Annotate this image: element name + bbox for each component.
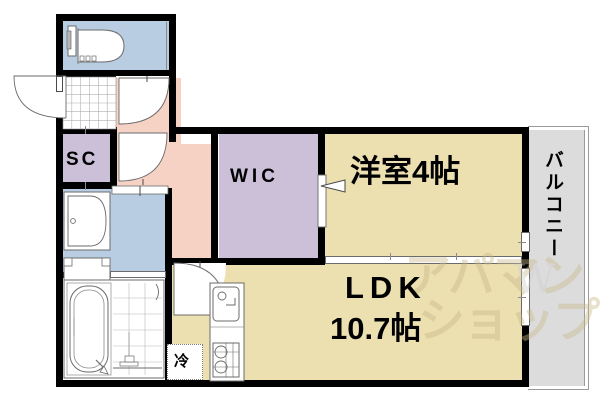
- toilet-wall-trim: [166, 22, 167, 70]
- wall-toilet-left: [56, 14, 63, 76]
- balcony-inner-rail: [584, 130, 585, 386]
- front-door-leaf[interactable]: [56, 76, 63, 92]
- balcony-bottom-rail: [528, 389, 589, 390]
- label-western-room: 洋室4帖: [350, 154, 461, 189]
- room-walk-in-closet: [219, 133, 319, 258]
- wall-toilet-right: [169, 14, 176, 142]
- balcony-outer-rail: [588, 126, 589, 390]
- wall-wetarea-bottom: [56, 380, 172, 387]
- bathroom-door[interactable]: [110, 271, 166, 278]
- wic-door-arrow: [320, 179, 346, 193]
- wall-western-right-upper: [522, 127, 529, 233]
- toilet-door-swing[interactable]: [117, 76, 171, 128]
- partition-tick-2: [456, 253, 457, 260]
- room-western-4: [323, 133, 523, 258]
- refrigerator-label: 冷: [174, 353, 190, 370]
- wall-wic-right: [318, 127, 325, 179]
- kitchen-unit-icon: [209, 282, 245, 382]
- unit-bath-icon: [63, 279, 165, 379]
- label-wic: WIC: [230, 166, 279, 187]
- refrigerator-space: [167, 344, 203, 380]
- wall-toilet-top: [56, 14, 176, 21]
- wall-sc-bottom: [56, 182, 117, 189]
- wall-hall-ldk-divider: [166, 258, 212, 265]
- washroom-door-swing[interactable]: [111, 185, 169, 202]
- sc-bottom-tick: [85, 182, 86, 190]
- wall-sc-left: [56, 127, 63, 189]
- wall-wetarea-right: [165, 188, 172, 387]
- balcony-top-rail: [528, 126, 589, 127]
- wall-wic-right-lower: [318, 225, 325, 265]
- window-tick-lower: [518, 297, 526, 298]
- room-shoe-closet: [62, 133, 110, 187]
- wall-toilet-bottom2: [116, 70, 169, 76]
- shoe-closet-door-swing[interactable]: [117, 131, 169, 185]
- wall-hall-right: [211, 127, 218, 266]
- wall-hall-top: [176, 127, 219, 134]
- wall-toilet-bottom: [56, 70, 116, 77]
- label-ldk: LDK: [345, 270, 427, 305]
- wall-wic-bottom: [211, 258, 325, 265]
- wall-western-top: [318, 127, 529, 134]
- wic-sliding-door[interactable]: [313, 174, 331, 229]
- entrance-tile-floor: [62, 76, 117, 130]
- wall-wic-top: [213, 127, 325, 134]
- wall-ldk-bottom: [166, 380, 529, 387]
- wall-sc-right: [110, 127, 117, 189]
- wall-western-right-lower: [522, 250, 529, 270]
- label-ldk-size: 10.7帖: [330, 311, 422, 346]
- label-shoe-closet: SC: [66, 149, 99, 170]
- wall-wetarea-left: [56, 182, 63, 387]
- wall-ldk-right-lower: [522, 325, 529, 387]
- sc-door-jamb-tick: [85, 126, 86, 134]
- window-tick-upper: [518, 242, 526, 243]
- label-balcony: バルコニー: [542, 150, 563, 260]
- toilet-bowl-icon: [66, 25, 125, 64]
- partition-tick-1: [390, 253, 391, 260]
- front-door-swing[interactable]: [10, 74, 68, 122]
- wall-sc-top: [56, 127, 116, 134]
- room-balcony: [528, 130, 584, 386]
- western-room-sliding-partition[interactable]: [325, 256, 522, 264]
- vanity-sink-icon: [63, 191, 111, 251]
